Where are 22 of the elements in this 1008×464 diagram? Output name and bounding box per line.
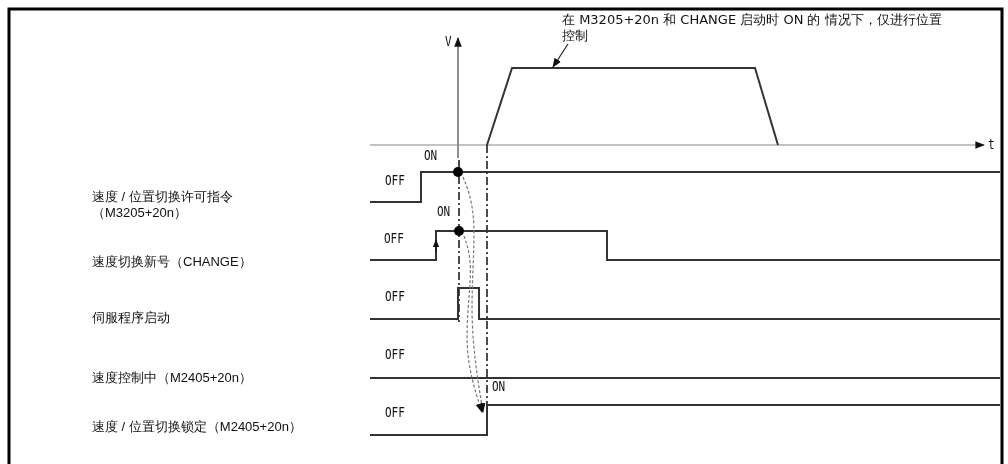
state-label: OFF <box>384 230 404 248</box>
state-label: ON <box>437 203 451 221</box>
signal-dot <box>454 226 464 236</box>
signal-dot <box>453 167 463 177</box>
signal-name: 速度切换新号（CHANGE） <box>92 254 253 270</box>
signal-name: 伺服程序启动 <box>92 310 171 326</box>
state-label: OFF <box>385 172 405 190</box>
state-label: OFF <box>385 404 405 422</box>
signal-name: 速度控制中（M2405+20n） <box>92 370 254 386</box>
state-label: OFF <box>385 346 405 364</box>
curved-arrow <box>462 176 486 413</box>
axis-label: t <box>988 136 995 154</box>
annotation-text: 在 M3205+20n 和 CHANGE 启动时 ON 的 情况下，仅进行位置控制 <box>562 12 942 44</box>
leader-line <box>552 43 569 68</box>
state-label: ON <box>492 378 506 396</box>
state-label: OFF <box>385 288 405 306</box>
state-label: ON <box>424 147 438 165</box>
velocity-profile <box>486 67 779 146</box>
signal-name: 速度 / 位置切换许可指令（M3205+20n） <box>92 189 234 221</box>
axis-label: V <box>445 33 452 51</box>
curved-arrow <box>463 235 483 413</box>
signal-name: 速度 / 位置切换锁定（M2405+20n） <box>92 419 303 435</box>
